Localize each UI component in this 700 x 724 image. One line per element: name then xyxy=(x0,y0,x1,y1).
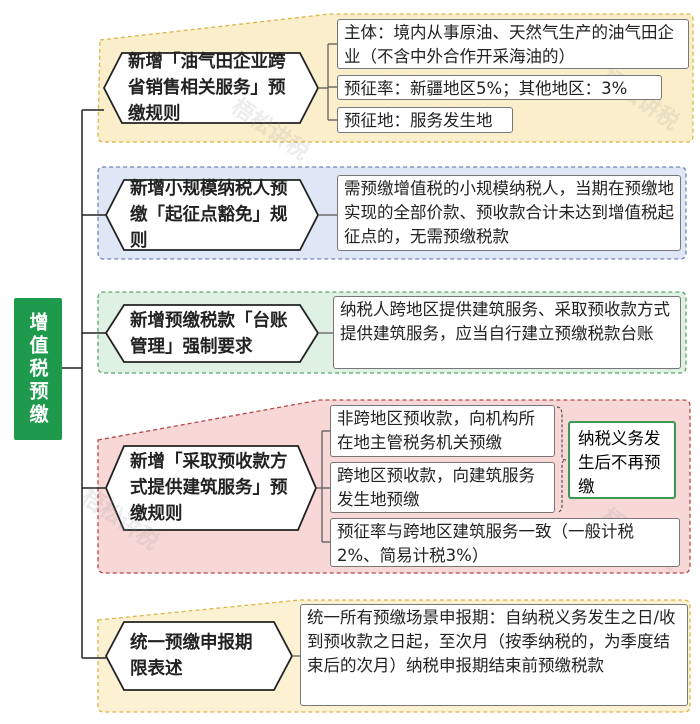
root-node: 增值税预缴 xyxy=(14,298,62,440)
branch-1-item-3: 预征地：服务发生地 xyxy=(337,107,513,133)
branch-1-item-1: 主体：境内从事原油、天然气生产的油气田企业（不含中外合作开采海油的） xyxy=(337,19,689,69)
branch-1-title: 新增「油气田企业跨省销售相关服务」预缴规则 xyxy=(128,52,286,124)
spine-lines xyxy=(62,109,106,659)
branch-2-item-1: 需预缴增值税的小规模纳税人，当期在预缴地实现的全部价款、预收款合计未达到增值税起… xyxy=(337,175,681,251)
branch-4-title: 新增「采取预收款方式提供建筑服务」预缴规则 xyxy=(130,452,288,524)
branch-4-note: 纳税义务发生后不再预缴 xyxy=(568,421,676,499)
branch-4-item-1: 非跨地区预收款，向机构所在地主管税务机关预缴 xyxy=(330,405,555,457)
branch-2-title: 新增小规模纳税人预缴「起征点豁免」规则 xyxy=(130,179,288,251)
branch-4-item-2: 跨地区预收款，向建筑服务发生地预缴 xyxy=(330,462,555,513)
branch-3-item-1: 纳税人跨地区提供建筑服务、采取预收款方式提供建筑服务，应当自行建立预缴税款台账 xyxy=(333,296,681,369)
branch-1-item-2: 预征率：新疆地区5%；其他地区：3% xyxy=(337,75,662,100)
branch-3-title: 新增预缴税款「台账管理」强制要求 xyxy=(130,310,288,357)
branch-5-item-1: 统一所有预缴场景申报期：自纳税义务发生之日/收到预收款之日起，至次月（按季纳税的… xyxy=(300,604,688,706)
branch-5-title: 统一预缴申报期限表述 xyxy=(130,633,253,679)
branch-4-item-3: 预征率与跨地区建筑服务一致（一般计税2%、简易计税3%） xyxy=(330,518,680,567)
